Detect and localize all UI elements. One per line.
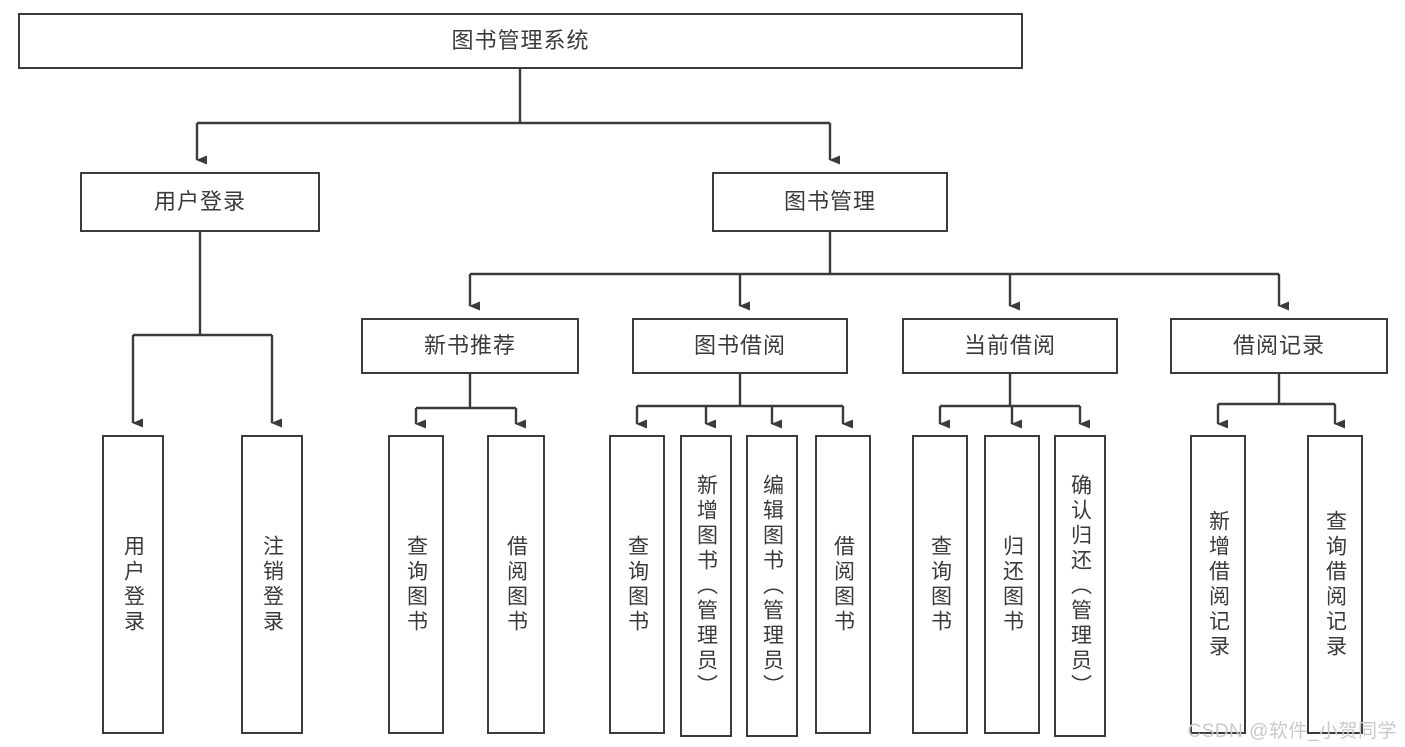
node-borrow-record[interactable]: 借阅记录 (1170, 318, 1388, 374)
node-user-login[interactable]: 用户登录 (80, 172, 320, 232)
node-leaf-add-book-label: 新增图书（管理员） (694, 473, 718, 699)
node-leaf-borrow-book-1-label: 借阅图书 (504, 534, 528, 635)
node-leaf-edit-book-label: 编辑图书（管理员） (760, 473, 784, 699)
node-book-borrow-label: 图书借阅 (693, 333, 786, 358)
node-new-book-rec-label: 新书推荐 (423, 333, 516, 358)
node-user-login-label: 用户登录 (153, 189, 246, 214)
node-current-borrow-label: 当前借阅 (963, 333, 1056, 358)
node-leaf-borrow-book-2[interactable]: 借阅图书 (815, 435, 871, 734)
watermark-text: CSDN @软件_小贺同学 (1187, 721, 1397, 742)
node-leaf-query-book-3[interactable]: 查询图书 (912, 435, 968, 734)
node-leaf-add-record-label: 新增借阅记录 (1206, 509, 1230, 660)
node-leaf-return-book-label: 归还图书 (1000, 534, 1024, 635)
node-book-manage[interactable]: 图书管理 (712, 172, 948, 232)
node-root[interactable]: 图书管理系统 (18, 13, 1023, 69)
node-leaf-user-login[interactable]: 用户登录 (102, 435, 164, 734)
node-leaf-query-record[interactable]: 查询借阅记录 (1307, 435, 1363, 734)
node-borrow-record-label: 借阅记录 (1232, 333, 1325, 358)
node-leaf-borrow-book-2-label: 借阅图书 (831, 534, 855, 635)
node-new-book-rec[interactable]: 新书推荐 (361, 318, 579, 374)
node-leaf-confirm-return[interactable]: 确认归还（管理员） (1054, 435, 1106, 737)
node-leaf-user-login-label: 用户登录 (121, 534, 145, 635)
node-leaf-edit-book[interactable]: 编辑图书（管理员） (746, 435, 798, 737)
node-book-borrow[interactable]: 图书借阅 (632, 318, 848, 374)
node-leaf-query-record-label: 查询借阅记录 (1323, 509, 1347, 660)
node-leaf-query-book-3-label: 查询图书 (928, 534, 952, 635)
node-leaf-add-record[interactable]: 新增借阅记录 (1190, 435, 1246, 734)
node-leaf-query-book-2-label: 查询图书 (625, 534, 649, 635)
node-leaf-query-book-1-label: 查询图书 (404, 534, 428, 635)
node-leaf-query-book-1[interactable]: 查询图书 (388, 435, 444, 734)
node-leaf-confirm-return-label: 确认归还（管理员） (1068, 473, 1092, 699)
node-root-label: 图书管理系统 (451, 28, 590, 53)
node-leaf-borrow-book-1[interactable]: 借阅图书 (487, 435, 545, 734)
node-leaf-query-book-2[interactable]: 查询图书 (609, 435, 665, 734)
node-leaf-logout-label: 注销登录 (260, 534, 284, 635)
node-current-borrow[interactable]: 当前借阅 (902, 318, 1118, 374)
node-book-manage-label: 图书管理 (783, 189, 876, 214)
node-leaf-add-book[interactable]: 新增图书（管理员） (680, 435, 732, 737)
node-leaf-logout[interactable]: 注销登录 (241, 435, 303, 734)
node-leaf-return-book[interactable]: 归还图书 (984, 435, 1040, 734)
